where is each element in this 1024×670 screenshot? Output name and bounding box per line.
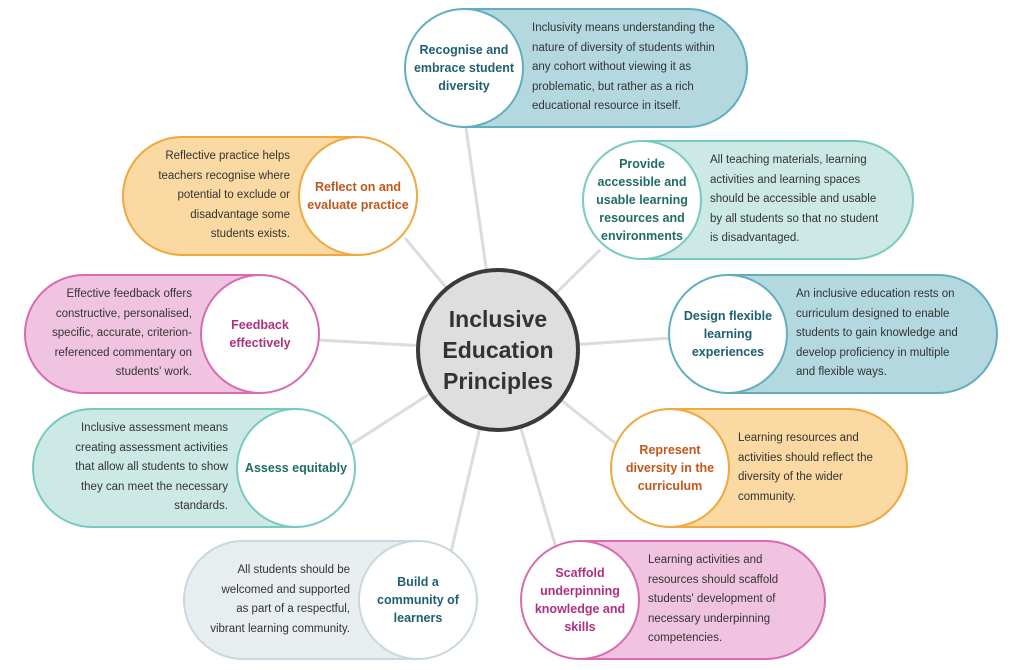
principle-description: Learning activities and resources should… [648,554,779,645]
principle-accessible-resources: Provide accessible and usable learning r… [582,140,914,260]
principle-title: Build a community of learners [377,575,459,625]
principle-description: Inclusive assessment means creating asse… [75,422,228,513]
principle-feedback-effectively: Feedback effectively Effective feedback … [24,274,320,394]
principle-title: Provide accessible and usable learning r… [596,157,688,243]
principle-description: All teaching materials, learning activit… [710,154,879,245]
principle-represent-diversity: Represent diversity in the curriculum Le… [610,408,908,528]
principle-title: Represent diversity in the curriculum [625,443,715,493]
principle-description: Learning resources and activities should… [738,432,873,503]
principle-title-circle: Build a community of learners [358,542,476,658]
principle-title-circle: Design flexible learning experiences [670,276,788,392]
principle-recognise-diversity: Recognise and embrace student diversity … [404,8,748,128]
principle-description: All students should be welcomed and supp… [210,564,350,635]
principle-title: Design flexible learning experiences [683,309,773,359]
principle-title-circle: Provide accessible and usable learning r… [584,142,702,258]
principle-reflect-evaluate: Reflect on and evaluate practice Reflect… [122,136,418,256]
principle-assess-equitably: Assess equitably Inclusive assessment me… [32,408,356,528]
principle-title: Scaffold underpinning knowledge and skil… [534,566,626,634]
principle-title: Reflect on and evaluate practice [307,180,409,212]
principle-title-circle: Recognise and embrace student diversity [406,10,524,126]
principle-flexible-learning: Design flexible learning experiences An … [668,274,998,394]
principle-title: Feedback effectively [229,318,291,350]
principle-title: Assess equitably [244,461,348,475]
principle-title-circle: Assess equitably [236,410,354,526]
principle-title-circle: Feedback effectively [200,276,318,392]
principle-description: Inclusivity means understanding the natu… [532,22,715,113]
principle-title-circle: Represent diversity in the curriculum [612,410,730,526]
principle-title-circle: Scaffold underpinning knowledge and skil… [522,542,640,658]
principle-description: Effective feedback offers constructive, … [52,288,192,379]
principle-title: Recognise and embrace student diversity [413,43,515,93]
principle-description: Reflective practice helps teachers recog… [158,150,290,241]
center-title: Inclusive Education Principles [442,305,554,394]
principle-description: An inclusive education rests on curricul… [796,288,958,379]
principle-title-circle: Reflect on and evaluate practice [298,138,416,254]
center-node: Inclusive Education Principles [416,268,580,432]
principle-scaffold-knowledge: Scaffold underpinning knowledge and skil… [520,540,826,660]
principle-build-community: Build a community of learners All studen… [183,540,478,660]
